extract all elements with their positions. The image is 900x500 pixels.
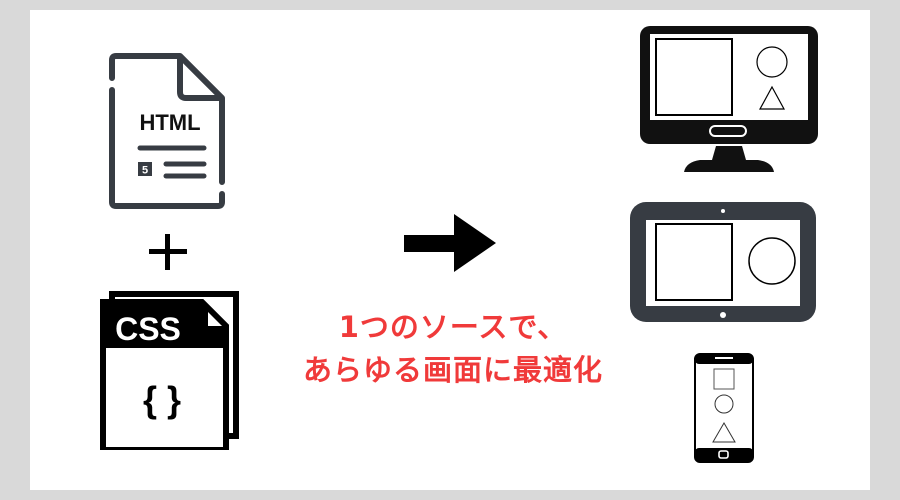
svg-text:5: 5 <box>142 165 148 177</box>
html5-badge-icon <box>138 162 152 176</box>
tablet-icon <box>630 202 816 322</box>
html-file-icon: HTML 5 <box>109 53 225 209</box>
smartphone-icon <box>694 353 754 463</box>
content-circle <box>756 46 788 78</box>
content-square <box>655 38 733 116</box>
css-label: CSS <box>115 311 181 347</box>
caption-line-1: 1つのソースで、 <box>338 310 568 344</box>
plus-icon <box>149 234 187 270</box>
caption-text: 1つのソースで、 あらゆる画面に最適化 <box>258 306 648 392</box>
braces-icon: { } <box>143 379 181 420</box>
css-file-icon: CSS { } <box>100 291 239 450</box>
content-circle <box>748 237 796 285</box>
content-triangle <box>758 85 786 110</box>
content-square <box>713 368 735 390</box>
right-arrow-icon <box>404 214 496 272</box>
html-label: HTML <box>139 110 200 135</box>
content-square <box>655 223 733 301</box>
content-triangle <box>712 422 736 443</box>
content-circle <box>714 394 734 414</box>
caption-line-2: あらゆる画面に最適化 <box>302 353 603 387</box>
desktop-monitor-icon <box>640 26 818 172</box>
